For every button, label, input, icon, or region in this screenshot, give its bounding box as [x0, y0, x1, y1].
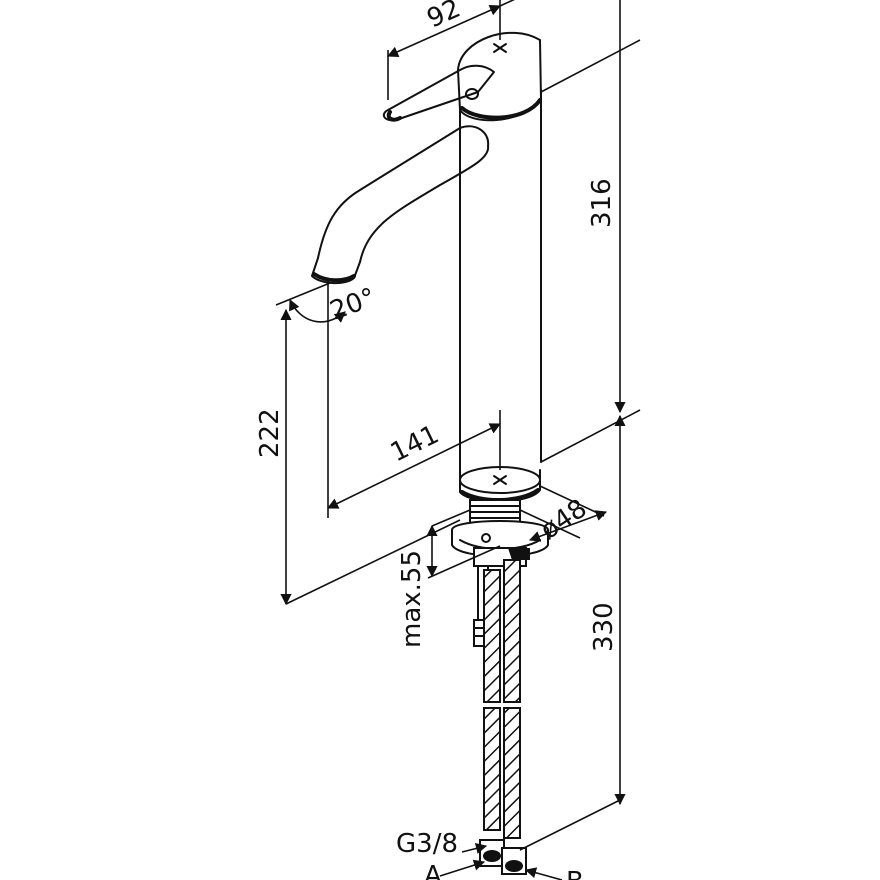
thread-label: G3/8: [396, 829, 458, 859]
inlet-a-label: A: [424, 861, 442, 880]
inlet-b-label: B: [566, 867, 584, 880]
lever-handle: [382, 43, 507, 122]
spout: [311, 125, 490, 284]
dim-swivel: 20°: [289, 280, 380, 518]
dim-hose-length-label: 330: [589, 602, 619, 652]
supply-hoses: [473, 559, 527, 875]
dim-spout-height: 222: [255, 282, 331, 606]
base-flange: [459, 466, 541, 503]
connection-labels: G3/8 A B: [396, 829, 584, 880]
dim-lever-label: 92: [423, 0, 465, 34]
dim-lever: 92: [386, 0, 515, 100]
dim-hose-length: 330: [519, 414, 626, 851]
dim-total-height: 316: [540, 0, 641, 414]
mounting-stud: [451, 499, 549, 567]
dim-spout-reach: 141: [326, 410, 502, 509]
dim-spout-height-label: 222: [255, 408, 285, 458]
dim-spout-reach-label: 141: [386, 420, 444, 469]
deck-plane-lines: [285, 409, 641, 605]
dim-total-height-label: 316: [587, 178, 617, 228]
dim-deck-thickness-label: max.55: [397, 550, 427, 648]
dim-deck-thickness: max.55: [397, 509, 471, 648]
dim-swivel-label: 20°: [326, 283, 380, 327]
